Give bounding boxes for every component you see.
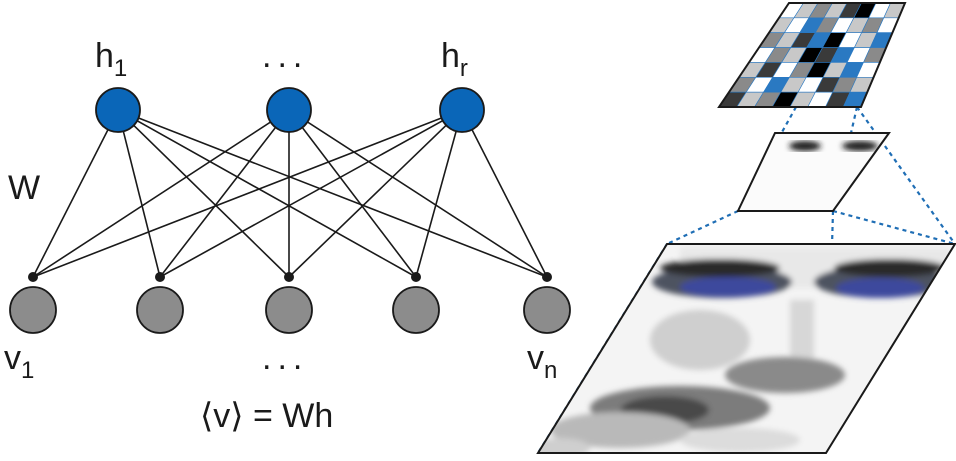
visible-unit-node	[136, 286, 184, 334]
weight-edge	[117, 109, 548, 278]
visible-label-ellipsis: ...	[262, 339, 308, 377]
hidden-label-last-name: h	[441, 37, 460, 75]
weight-edge	[159, 109, 290, 278]
expectation-equation: ⟨v⟩ = Wh	[200, 397, 333, 435]
visible-label-first-sub: 1	[21, 357, 34, 384]
hidden-label-ellipsis: ...	[262, 37, 308, 75]
weight-edge	[415, 109, 463, 278]
visible-label-last: vn	[527, 339, 557, 384]
hidden-label-last: hr	[441, 37, 468, 82]
visible-unit-node	[9, 286, 57, 334]
weight-edges	[32, 109, 548, 278]
hidden-label-first-name: h	[95, 37, 114, 75]
grid-cell	[825, 91, 851, 107]
weight-edge	[32, 109, 119, 278]
weight-edge	[32, 109, 290, 278]
hidden-units	[95, 87, 485, 133]
visible-label-first: v1	[4, 339, 34, 384]
weight-edge	[32, 109, 463, 278]
hidden-unit-node	[266, 87, 312, 133]
weight-edge	[288, 109, 548, 278]
hidden-label-first: h1	[95, 37, 127, 82]
visible-label-first-name: v	[4, 339, 21, 377]
visible-units	[9, 272, 571, 334]
weight-edge	[288, 109, 463, 278]
hidden-label-first-sub: 1	[114, 55, 127, 82]
hidden-unit-node	[95, 87, 141, 133]
weight-matrix-label: W	[8, 169, 40, 207]
grid-cell	[842, 91, 868, 107]
face-reconstruction-panel	[536, 243, 956, 454]
hidden-unit-node	[439, 87, 485, 133]
visible-label-last-sub: n	[544, 357, 557, 384]
grid-cell	[807, 91, 834, 107]
visible-unit-node	[523, 286, 571, 334]
visible-label-last-name: v	[527, 339, 544, 377]
weight-edge	[461, 109, 548, 278]
hidden-unit-grid-panel	[717, 2, 907, 108]
weight-edge	[117, 109, 417, 278]
weight-edge	[117, 109, 161, 278]
visible-unit-junction	[411, 272, 421, 282]
visible-unit-node	[265, 286, 313, 334]
visible-unit-junction	[542, 272, 552, 282]
weight-edge	[288, 109, 417, 278]
hidden-feature-panel	[736, 132, 891, 212]
grid-cell	[771, 91, 799, 107]
grid-cell	[789, 91, 816, 107]
hidden-label-last-sub: r	[460, 55, 468, 82]
visible-unit-node	[392, 286, 440, 334]
visible-unit-junction	[284, 272, 294, 282]
visible-unit-junction	[155, 272, 165, 282]
grid-cell	[736, 91, 765, 107]
weight-edge	[117, 109, 290, 278]
visible-unit-junction	[28, 272, 38, 282]
weight-edge	[159, 109, 463, 278]
